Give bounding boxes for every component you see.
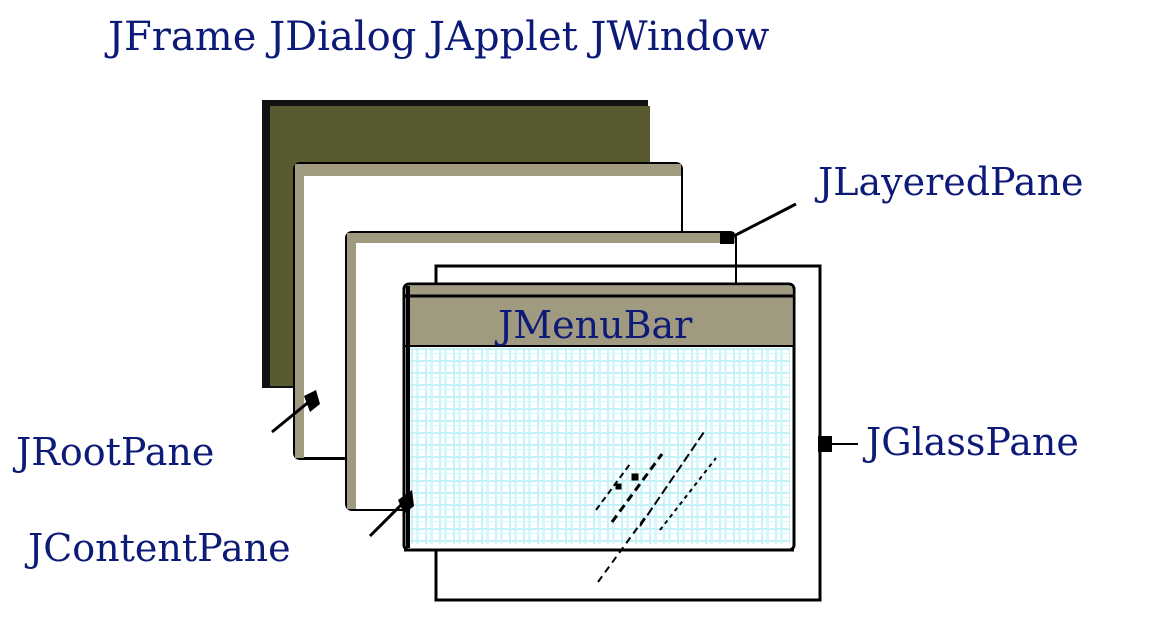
content-pane-label: JContentPane — [28, 526, 291, 570]
glass-pane-label: JGlassPane — [866, 420, 1079, 464]
arrow-glass-pane — [818, 436, 858, 452]
content-pane-layer — [402, 282, 796, 552]
arrow-content-pane — [356, 490, 414, 538]
layered-pane-label: JLayeredPane — [818, 160, 1084, 204]
menu-bar-label: JMenuBar — [498, 303, 693, 347]
diagram-title: JFrame JDialog JApplet JWindow — [108, 14, 770, 60]
glass-pane-strokes — [595, 431, 717, 583]
content-grid — [410, 348, 790, 544]
arrow-layered-pane — [720, 202, 797, 282]
arrow-root-pane — [271, 390, 320, 434]
root-pane-label: JRootPane — [16, 430, 215, 474]
